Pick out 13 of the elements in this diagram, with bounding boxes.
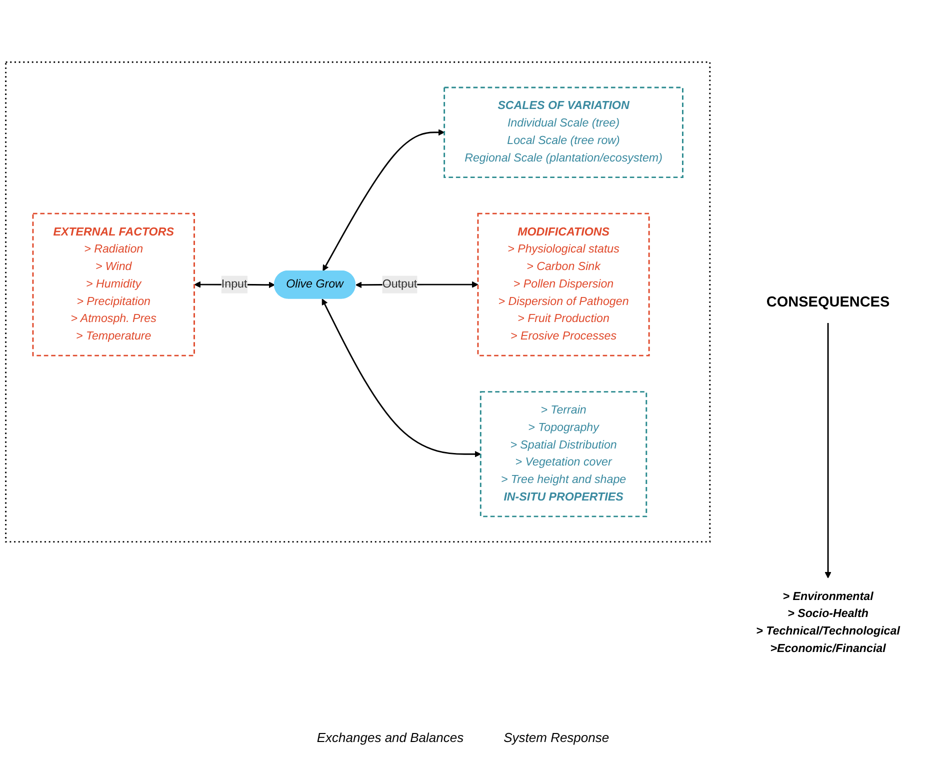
arrow — [824, 322, 832, 578]
node-box: MODIFICATIONS > Physiological status > Carbon Sink > Pollen Dispersion > Dispersion of Pathogen > Fruit Production > Erosive Processes — [477, 212, 650, 356]
node-box: EXTERNAL FACTORS > Radiation > Wind > Humidity > Precipitation > Atmosph. Pres > Temperature — [32, 212, 195, 356]
node-text: > Environmental > Socio-Health > Technical/Technological >Economic/Financial — [756, 590, 900, 655]
arrow — [322, 129, 445, 272]
node-box: SCALES OF VARIATION Individual Scale (tree) Local Scale (tree row) Regional Scale (plantation/ecosystem) — [444, 86, 684, 178]
edge-note: System Response — [504, 730, 610, 745]
arrow — [322, 298, 481, 458]
edge-label: Input — [221, 278, 248, 290]
edge-label: Output — [382, 278, 418, 290]
node-text: CONSEQUENCES — [766, 294, 890, 310]
edge-note: Exchanges and Balances — [316, 730, 464, 745]
node-box: > Terrain > Topography > Spatial Distribution > Vegetation cover > Tree height and shape IN-SITU PROPERTIES — [480, 391, 648, 518]
